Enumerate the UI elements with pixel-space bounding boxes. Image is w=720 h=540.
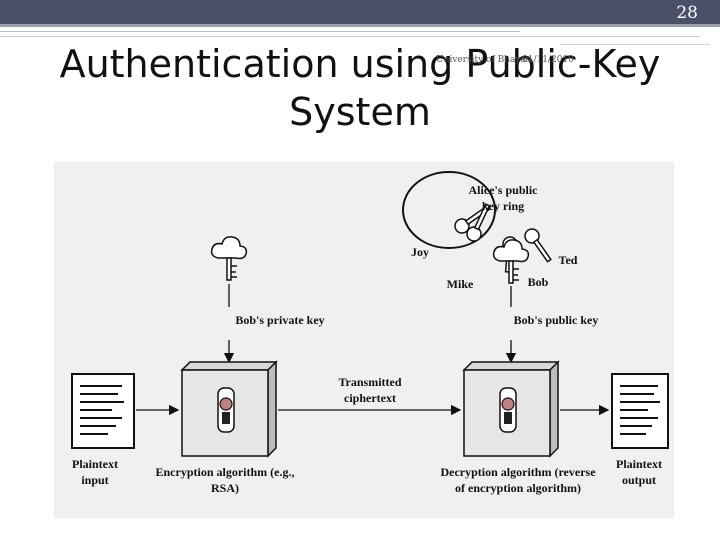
key-owner-ted: Ted — [550, 252, 586, 268]
decryption-lock-icon — [500, 388, 516, 432]
encryption-lock-icon — [218, 388, 234, 432]
decryption-algorithm-label: Decryption algorithm (reverse of encrypt… — [438, 464, 598, 496]
slide-top-bar — [0, 0, 720, 24]
slide-title: Authentication using Public-Key System — [40, 40, 680, 136]
top-bar-rule — [0, 24, 720, 27]
transmitted-ciphertext-label: Transmitted ciphertext — [320, 374, 420, 406]
plaintext-output-label: Plaintext output — [606, 456, 672, 488]
plaintext-input-document-icon — [72, 374, 134, 448]
encryption-algorithm-label: Encryption algorithm (e.g., RSA) — [150, 464, 300, 496]
slide-number: 28 — [676, 3, 698, 23]
footer-date: 01/11/2010 — [522, 55, 574, 65]
private-key-label: Bob's private key — [230, 312, 330, 328]
key-ring-label: Alice's public key ring — [466, 182, 540, 214]
plaintext-input-label: Plaintext input — [62, 456, 128, 488]
footer-organization: University of Bhayas — [436, 55, 531, 65]
public-key-label: Bob's public key — [506, 312, 606, 328]
decryption-box-icon — [464, 362, 558, 456]
key-owner-joy: Joy — [402, 244, 438, 260]
private-key-icon — [212, 237, 247, 280]
plaintext-output-document-icon — [612, 374, 668, 448]
decorative-rule — [0, 36, 700, 37]
key-owner-bob: Bob — [520, 274, 556, 290]
decorative-rule — [0, 31, 520, 32]
public-key-diagram: Alice's public key ring Joy Mike Bob Ted… — [54, 162, 674, 518]
encryption-box-icon — [182, 362, 276, 456]
key-owner-mike: Mike — [440, 276, 480, 292]
